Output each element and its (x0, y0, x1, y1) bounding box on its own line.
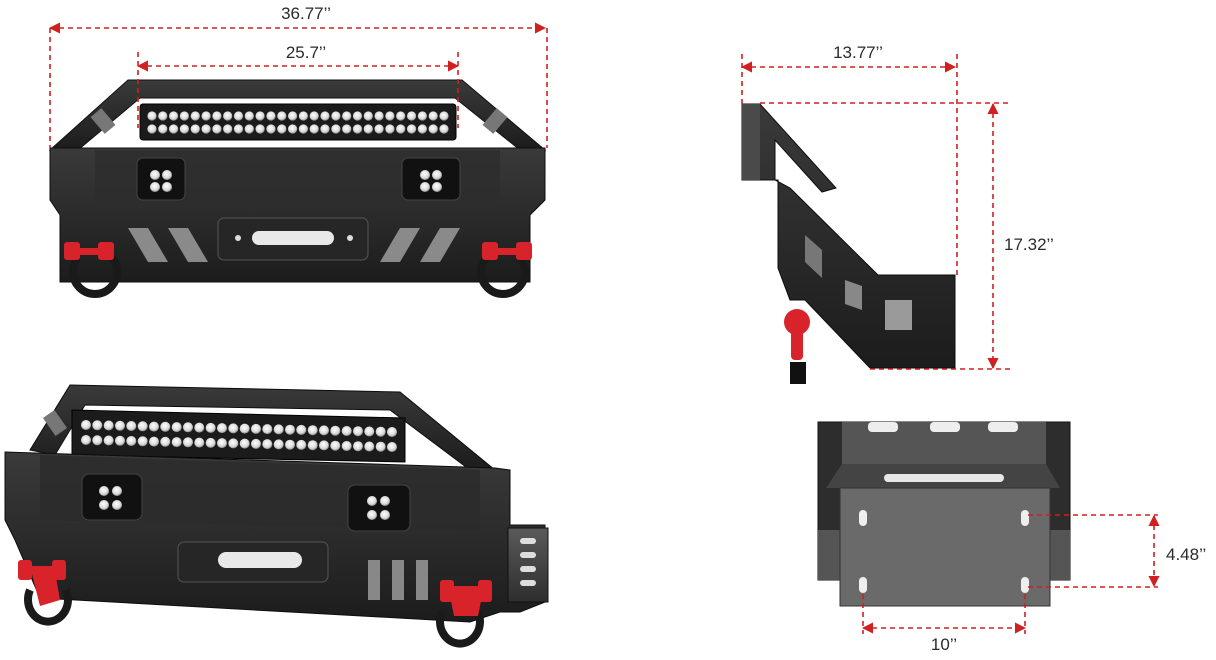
label-mount-hole-vertical: 4.48’’ (1166, 545, 1206, 564)
perspective-shackle-left (18, 560, 72, 626)
perspective-pod-light-right (347, 484, 411, 532)
dimension-mount-hole-vertical: 4.48’’ (1028, 514, 1206, 588)
side-profile (741, 103, 956, 369)
skid-plate (839, 487, 1051, 607)
front-winch-plate (217, 217, 369, 261)
front-view: 36.77’’ 25.7’’ (48, 4, 548, 298)
front-pod-light-right (401, 157, 461, 201)
mount-hole-top-left (859, 510, 867, 526)
mount-hole-bottom-left (859, 577, 867, 593)
dimension-overall-width: 36.77’’ (48, 4, 548, 148)
dimension-side-depth: 13.77’’ (740, 43, 958, 275)
dimension-mount-hole-horizontal: 10’’ (861, 594, 1027, 654)
side-shackle (784, 309, 810, 384)
mounting-plate-view: 4.48’’ 10’’ (817, 421, 1206, 654)
label-side-height: 17.32’’ (1004, 235, 1054, 254)
dimension-light-bar-width: 25.7’’ (136, 43, 460, 128)
perspective-light-bar (71, 409, 406, 463)
dimension-side-height: 17.32’’ (760, 102, 1054, 370)
front-light-bar (139, 103, 457, 141)
front-pod-light-left (136, 157, 186, 201)
label-side-depth: 13.77’’ (833, 43, 883, 62)
perspective-view (4, 384, 549, 648)
mount-hole-top-right (1021, 510, 1029, 526)
perspective-pod-light-left (81, 473, 143, 521)
mount-hole-bottom-right (1021, 577, 1029, 593)
front-shackle-left (64, 242, 121, 298)
label-overall-width: 36.77’’ (281, 4, 331, 23)
perspective-winch-plate (177, 541, 329, 583)
label-mount-hole-horizontal: 10’’ (931, 635, 957, 654)
perspective-shackle-right (436, 580, 492, 648)
side-view: 13.77’’ 17.32’’ (740, 43, 1054, 384)
label-light-bar-width: 25.7’’ (286, 43, 326, 62)
front-shackle-right (477, 242, 532, 298)
